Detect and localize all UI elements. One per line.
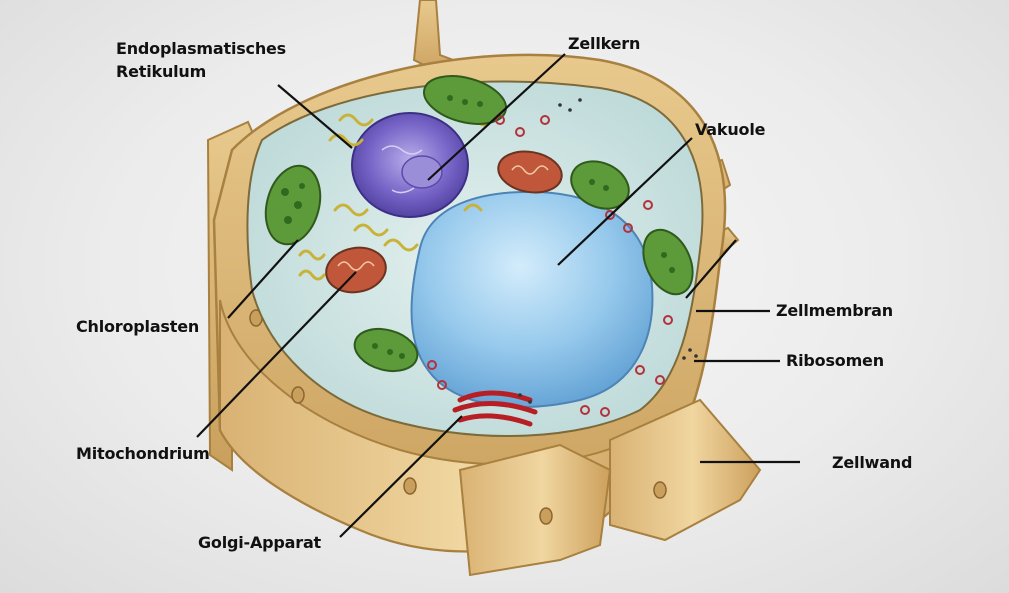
label-golgi-apparat: Golgi-Apparat (198, 531, 321, 554)
label-vakuole: Vakuole (695, 118, 765, 141)
label-zellmembran: Zellmembran (776, 299, 893, 322)
cell-wall-slab-left (460, 445, 610, 575)
label-zellkern: Zellkern (568, 32, 640, 55)
label-mitochondrium: Mitochondrium (76, 442, 210, 465)
label-chloroplasten: Chloroplasten (76, 315, 199, 338)
label-endoplasmatisches-retikulum-line1: Endoplasmatisches (116, 37, 286, 60)
label-zellwand: Zellwand (832, 451, 912, 474)
nucleus (352, 113, 468, 217)
vacuole (412, 192, 653, 407)
label-ribosomen: Ribosomen (786, 349, 884, 372)
label-endoplasmatisches-retikulum-line2: Retikulum (116, 60, 206, 83)
